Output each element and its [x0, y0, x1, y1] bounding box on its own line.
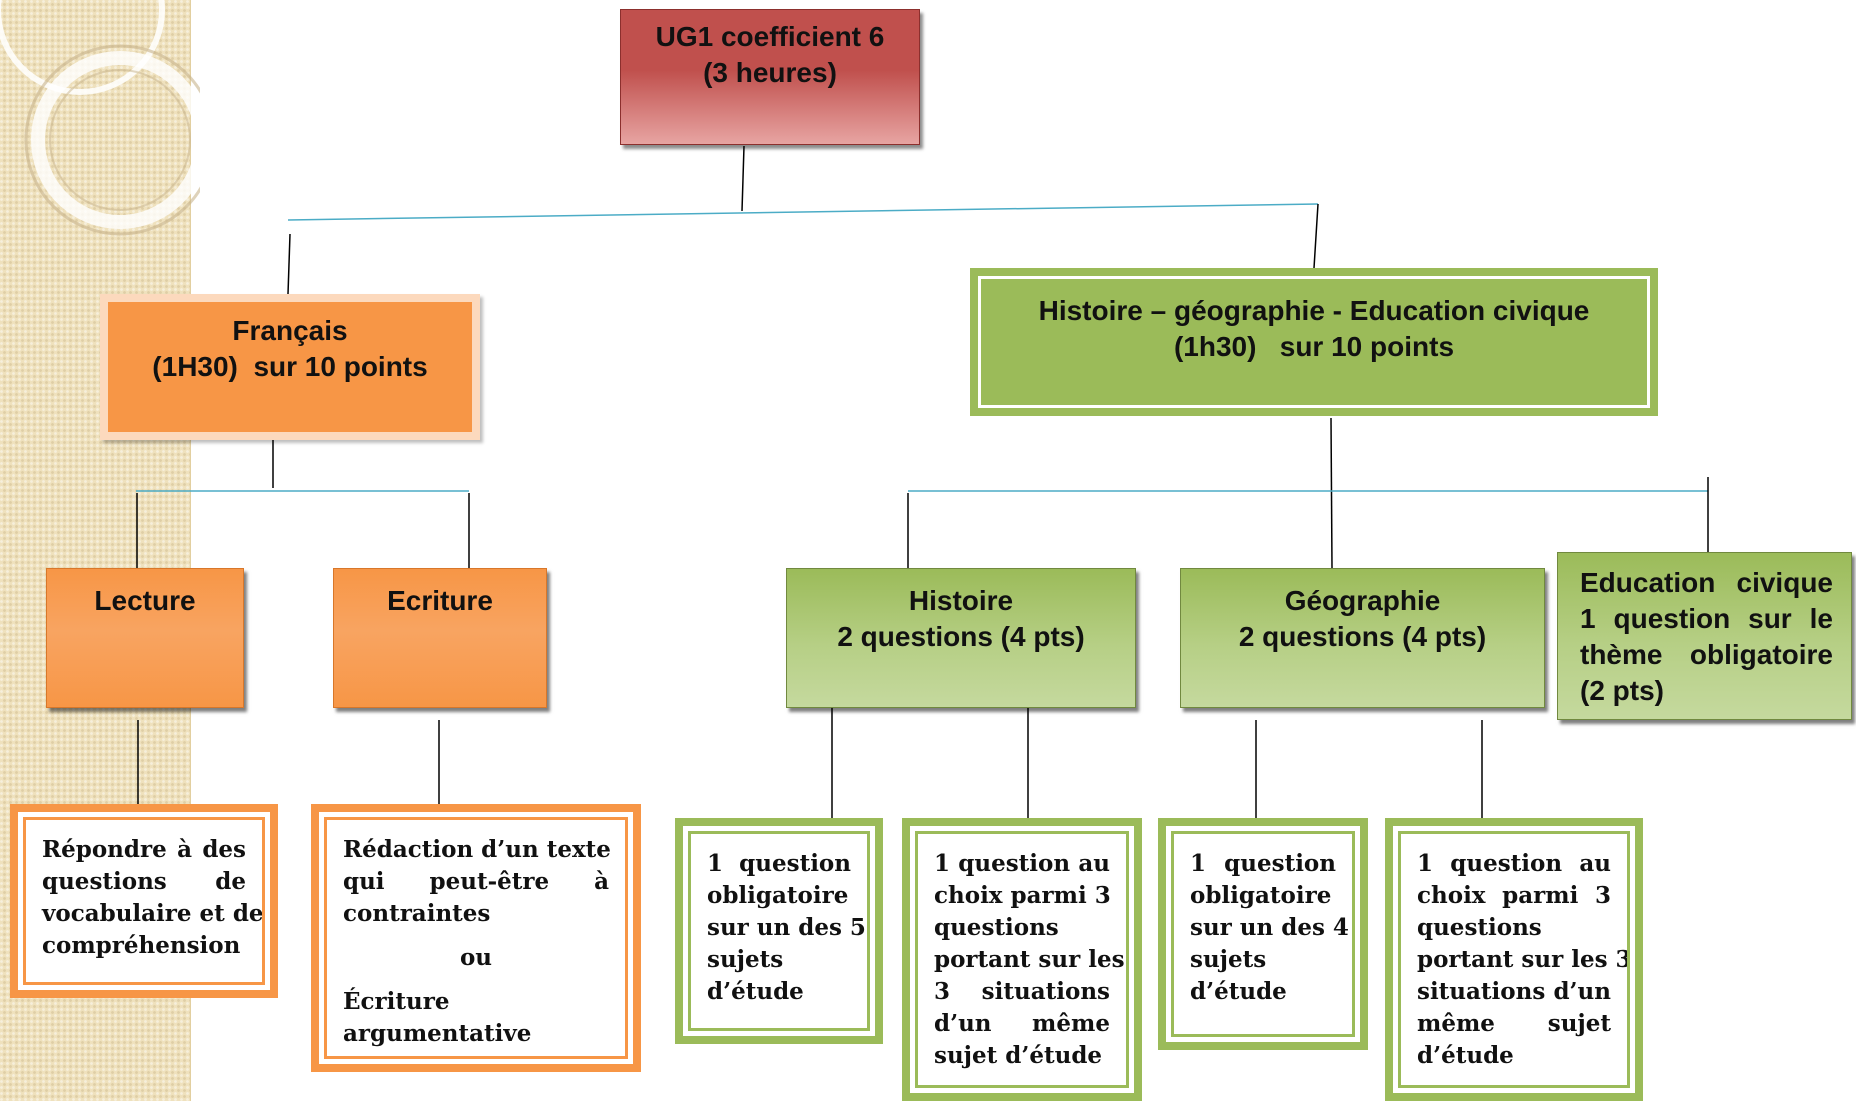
detail-line: questions [1417, 914, 1542, 941]
detail-line: compréhension [42, 932, 241, 959]
root-node-ug1: UG1 coefficient 6 (3 heures) [620, 9, 920, 145]
detail-line: sur un des 5 [707, 914, 866, 941]
detail-line: questions [934, 914, 1059, 941]
detail-line: d’un même [934, 1010, 1110, 1037]
detail-line: Écriture [343, 988, 450, 1015]
detail-line: questions de [42, 868, 246, 895]
detail-line: sujet d’étude [934, 1042, 1103, 1069]
root-duration: (3 heures) [703, 57, 837, 88]
education-civique-line: Education civique [1580, 567, 1833, 598]
ecriture-node: Ecriture [333, 568, 547, 708]
histoire-geo-duration: (1h30) sur 10 points [1173, 331, 1455, 362]
education-civique-node: Education civique 1 question sur le thèm… [1557, 552, 1852, 720]
detail-line: même sujet [1417, 1010, 1611, 1037]
geographie-node: Géographie 2 questions (4 pts) [1180, 568, 1545, 708]
detail-line: d’étude [1190, 978, 1287, 1005]
detail-line: sur un des 4 [1190, 914, 1349, 941]
detail-line: portant sur les 3 [1417, 946, 1632, 973]
education-civique-text: Education civique 1 question sur le thèm… [1580, 565, 1833, 709]
detail-line: qui peut-être à [343, 868, 609, 895]
geographie-questions: 2 questions (4 pts) [1238, 621, 1487, 652]
education-civique-line: thème obligatoire [1580, 639, 1833, 670]
detail-line: vocabulaire et de [42, 900, 264, 927]
detail-line: situations d’un [1417, 978, 1611, 1005]
detail-line: choix parmi 3 [934, 882, 1111, 909]
lecture-node: Lecture [46, 568, 244, 708]
detail-line: contraintes [343, 900, 491, 927]
francais-node: Français (1H30) sur 10 points [100, 294, 480, 440]
detail-line: 1 question au [934, 850, 1110, 877]
detail-line: d’étude [1417, 1042, 1514, 1069]
detail-line: argumentative [343, 1020, 532, 1047]
detail-line: obligatoire [1190, 882, 1332, 909]
detail-line: Rédaction d’un texte [343, 836, 611, 863]
detail-line: Répondre à des [42, 836, 246, 863]
francais-title: Français [232, 315, 348, 346]
root-title: UG1 coefficient 6 [655, 21, 885, 52]
detail-line: obligatoire [707, 882, 849, 909]
detail-geo-1-box: 1 question obligatoire sur un des 4 suje… [1158, 818, 1368, 1050]
detail-or-word: ou [459, 944, 493, 971]
detail-line: portant sur les [934, 946, 1125, 973]
geographie-title: Géographie [1284, 585, 1441, 616]
detail-lecture-box: Répondre à des questions de vocabulaire … [10, 804, 278, 998]
ecriture-label: Ecriture [387, 585, 493, 616]
francais-duration: (1H30) sur 10 points [152, 351, 428, 382]
detail-line: sujets [707, 946, 784, 973]
detail-line: 1 question [1190, 850, 1336, 877]
lecture-label: Lecture [94, 585, 196, 616]
histoire-node: Histoire 2 questions (4 pts) [786, 568, 1136, 708]
histoire-geo-title: Histoire – géographie - Education civiqu… [1038, 295, 1590, 326]
detail-line: choix parmi 3 [1417, 882, 1611, 909]
histoire-geo-node: Histoire – géographie - Education civiqu… [970, 268, 1658, 416]
detail-line: 3 situations [934, 978, 1110, 1005]
detail-histoire-1-box: 1 question obligatoire sur un des 5 suje… [675, 818, 883, 1044]
education-civique-line: 1 question sur le [1580, 603, 1833, 634]
education-civique-line: (2 pts) [1580, 675, 1664, 706]
detail-histoire-2-box: 1 question au choix parmi 3 questions po… [902, 818, 1142, 1101]
histoire-title: Histoire [908, 585, 1014, 616]
detail-line: 1 question [707, 850, 851, 877]
detail-line: d’étude [707, 978, 804, 1005]
histoire-questions: 2 questions (4 pts) [837, 621, 1085, 652]
detail-geo-2-box: 1 question au choix parmi 3 questions po… [1385, 818, 1643, 1101]
detail-ecriture-box: Rédaction d’un texte qui peut-être à con… [311, 804, 641, 1072]
detail-line: 1 question au [1417, 850, 1611, 877]
detail-line: sujets [1190, 946, 1267, 973]
